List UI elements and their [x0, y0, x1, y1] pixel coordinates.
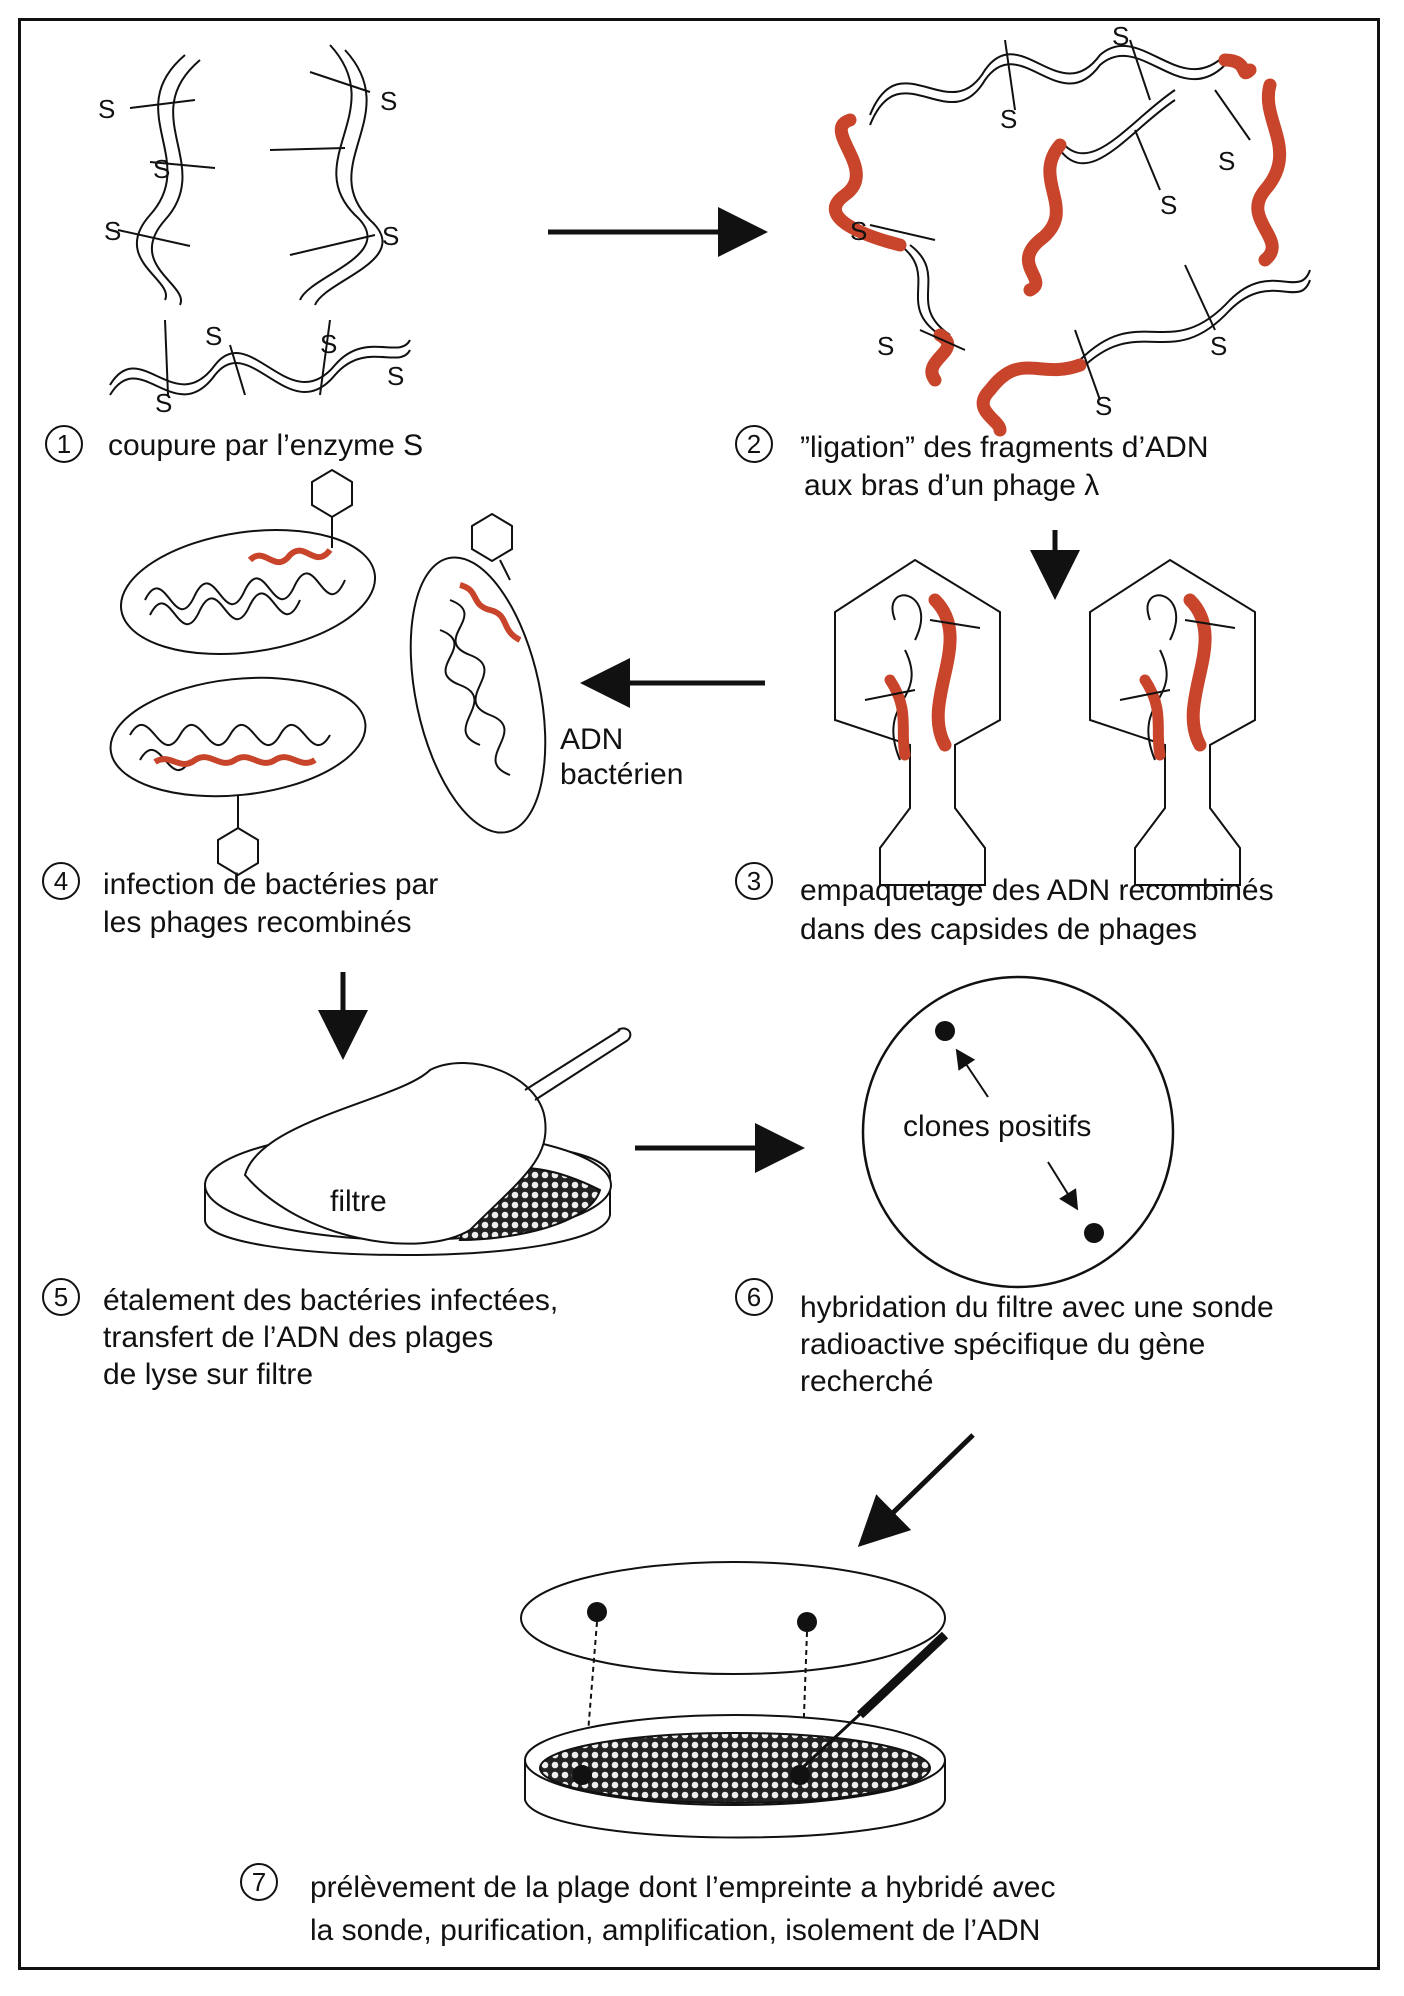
autoradiograph-circle	[861, 975, 1175, 1289]
svg-text:S: S	[877, 331, 894, 361]
arrow-6-to-7	[857, 1433, 975, 1547]
svg-text:S: S	[153, 154, 170, 184]
svg-text:S: S	[387, 361, 404, 391]
svg-text:S: S	[1112, 21, 1129, 51]
bacterial-dna-label-line1: ADN	[560, 723, 624, 756]
svg-text:S: S	[104, 216, 121, 246]
step-4-caption-line1: infection de bactéries par	[103, 868, 439, 901]
svg-text:S: S	[1160, 190, 1177, 220]
cut-site-ticks	[117, 71, 376, 396]
step-6-number: 6	[735, 1278, 773, 1316]
svg-text:S: S	[382, 221, 399, 251]
step-2-number: 2	[735, 425, 773, 463]
positive-clones-label: clones positifs	[903, 1110, 1092, 1143]
step-5-caption-line2: transfert de l’ADN des plages	[103, 1321, 494, 1354]
ligation-site-ticks	[869, 39, 1251, 401]
svg-text:S: S	[98, 94, 115, 124]
step-1-number: 1	[45, 425, 83, 463]
bacterial-dna-label-line2: bactérien	[560, 758, 684, 791]
svg-text:S: S	[320, 329, 337, 359]
svg-text:S: S	[1210, 331, 1227, 361]
infected-bacteria	[109, 468, 547, 877]
svg-text:S: S	[1000, 104, 1017, 134]
positive-clone-dot	[935, 1021, 955, 1041]
phage-capsid-1	[834, 558, 1001, 886]
filter-label: filtre	[330, 1185, 387, 1218]
svg-text:S: S	[205, 321, 222, 351]
svg-text:S: S	[1218, 146, 1235, 176]
step-7-number: 7	[240, 1863, 278, 1901]
ligation-site-labels: S S S S S S S S	[850, 21, 1235, 421]
step-3-caption-line2: dans des capsides de phages	[800, 913, 1197, 946]
step-6-caption-line3: recherché	[800, 1365, 934, 1398]
step-5-caption-line3: de lyse sur filtre	[103, 1358, 314, 1391]
phage-capsid-2	[1089, 558, 1256, 886]
step-6-caption-line1: hybridation du filtre avec une sonde	[800, 1291, 1274, 1324]
ligated-dna	[829, 44, 1311, 437]
step-1-caption: coupure par l’enzyme S	[108, 429, 424, 462]
petri-dish-filter	[204, 1027, 632, 1256]
step-4-caption-line2: les phages recombinés	[103, 906, 412, 939]
step-2-caption-line2: aux bras d’un phage λ	[804, 469, 1100, 502]
filter-over-plate	[520, 1561, 949, 1839]
step-7-caption-line2: la sonde, purification, amplification, i…	[310, 1914, 1041, 1947]
step-2-caption-line1: ”ligation” des fragments d’ADN	[800, 431, 1209, 464]
svg-text:S: S	[155, 388, 172, 418]
positive-clone-dot	[1084, 1223, 1104, 1243]
step-3-number: 3	[735, 862, 773, 900]
step-4-number: 4	[42, 862, 80, 900]
step-6-caption-line2: radioactive spécifique du gène	[800, 1328, 1206, 1361]
svg-text:S: S	[380, 86, 397, 116]
step-5-caption-line1: étalement des bactéries infectées,	[103, 1284, 559, 1317]
step-7-caption-line1: prélèvement de la plage dont l’empreinte…	[310, 1871, 1056, 1904]
svg-text:S: S	[850, 216, 867, 246]
step-3-caption-line1: empaquetage des ADN recombinés	[800, 874, 1274, 907]
figure-frame	[18, 18, 1380, 1970]
step-5-number: 5	[42, 1278, 80, 1316]
svg-text:S: S	[1095, 391, 1112, 421]
cut-dna-helices	[109, 44, 411, 396]
cut-site-labels: S S S S S S S S S	[98, 86, 404, 418]
